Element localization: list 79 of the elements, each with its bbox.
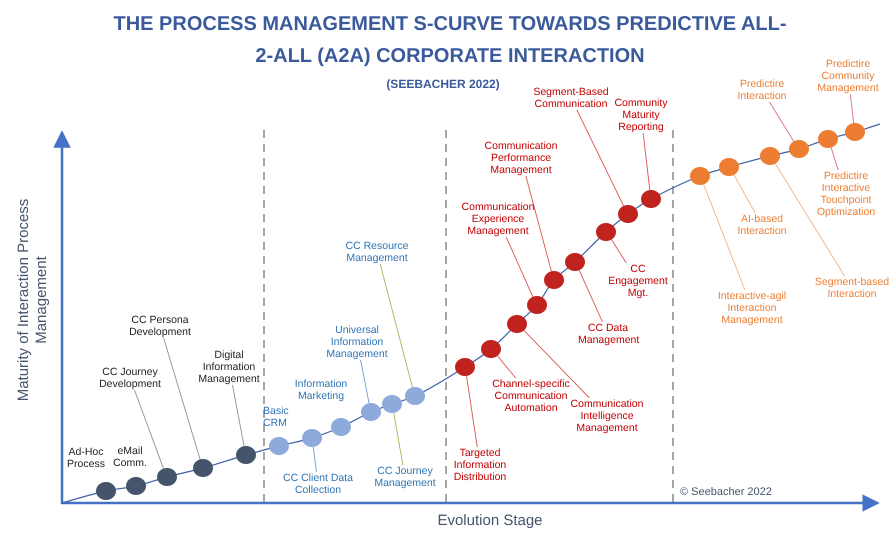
leader-line — [524, 330, 590, 398]
leader-line — [769, 102, 794, 142]
stage-label: Communication Intelligence Management — [568, 398, 646, 434]
stage-label: Community Maturity Reporting — [611, 97, 671, 133]
stage-label: Channel-specific Communication Automation — [491, 378, 571, 414]
leader-line — [506, 236, 534, 298]
leader-line — [466, 375, 478, 448]
stage-dot — [455, 358, 475, 376]
stage-label: CC Data Management — [578, 322, 638, 346]
stage-dot — [382, 395, 402, 413]
stage-label: CC Resource Management — [342, 240, 412, 264]
leader-line — [850, 94, 854, 124]
stage-dot — [544, 271, 564, 289]
stage-dot — [565, 253, 585, 271]
leader-line — [576, 110, 624, 206]
stage-dot — [269, 437, 289, 455]
leader-line — [232, 384, 245, 447]
leader-line — [578, 270, 603, 322]
leader-line — [163, 338, 201, 460]
stage-label: CC Journey Management — [369, 465, 441, 489]
stage-label: Segment-Based Communication — [533, 86, 609, 110]
leader-line — [497, 355, 516, 378]
leader-line — [611, 239, 627, 264]
stage-label: Information Marketing — [294, 378, 348, 402]
stage-dot — [690, 167, 710, 185]
title: THE PROCESS MANAGEMENT S-CURVE TOWARDS PREDICTIVE ALL-2-ALL (A2A) CORPORATE INTERACTION — [112, 12, 788, 69]
stage-label: AI-based Interaction — [732, 213, 792, 237]
leader-line — [703, 184, 746, 290]
axis-title: Evolution Stage — [436, 512, 544, 530]
stage-label: Targeted Information Distribution — [448, 447, 512, 483]
stage-label: Interactive-agil Interaction Management — [710, 290, 794, 326]
leader-line — [830, 147, 839, 170]
leader-line — [774, 163, 845, 276]
stage-dot — [193, 459, 213, 477]
stage-dot — [618, 205, 638, 223]
stage-dot — [760, 147, 780, 165]
stage-dot — [481, 340, 501, 358]
stage-dot — [596, 223, 616, 241]
stage-label: Segment-based Interaction — [807, 276, 892, 300]
stage-label: Ad-Hoc Process — [66, 446, 106, 470]
stage-dot — [641, 190, 661, 208]
leader-line — [642, 132, 650, 191]
leader-line — [312, 446, 317, 472]
copyright-note: © Seebacher 2022 — [680, 486, 773, 498]
stage-dot — [845, 123, 865, 141]
leader-line — [380, 264, 413, 388]
stage-label: CC Journey Development — [99, 366, 161, 390]
stage-dot — [789, 140, 809, 158]
stage-label: Predictire Interactive Touchpoint Optimization — [807, 170, 885, 218]
stage-dot — [507, 315, 527, 333]
stage-label: Predictire Interaction — [729, 78, 795, 102]
leader-line — [734, 174, 756, 214]
subtitle: (SEEBACHER 2022) — [385, 78, 501, 90]
leader-line — [525, 176, 552, 272]
leader-line — [360, 360, 370, 404]
stage-label: CC Client Data Collection — [273, 472, 363, 496]
stage-label: eMail Comm. — [112, 445, 148, 469]
stage-dot — [157, 468, 177, 486]
stage-dot — [719, 158, 739, 176]
stage-label: Predictire Community Management — [813, 58, 883, 94]
stage-dot — [405, 387, 425, 405]
axis-title: Maturity of Interaction Process Management — [15, 198, 51, 404]
stage-dot — [236, 446, 256, 464]
stage-dot — [527, 296, 547, 314]
stage-dot — [331, 418, 351, 436]
stage-label: CC Engagement Mgt. — [605, 263, 671, 299]
stage-label: Communication Performance Management — [482, 140, 560, 176]
stage-dot — [126, 477, 146, 495]
stage-label: CC Persona Development — [125, 314, 195, 338]
stage-dot — [302, 429, 322, 447]
stage-dot — [96, 482, 116, 500]
stage-dot — [361, 403, 381, 421]
stage-label: Universal Information Management — [321, 324, 393, 360]
stage-label: Basic CRM — [263, 405, 290, 429]
leader-line — [393, 412, 404, 466]
stage-label: Digital Information Management — [193, 349, 265, 385]
leader-line — [134, 390, 164, 470]
stage-dot — [818, 130, 838, 148]
stage-label: Communication Experience Management — [459, 201, 537, 237]
